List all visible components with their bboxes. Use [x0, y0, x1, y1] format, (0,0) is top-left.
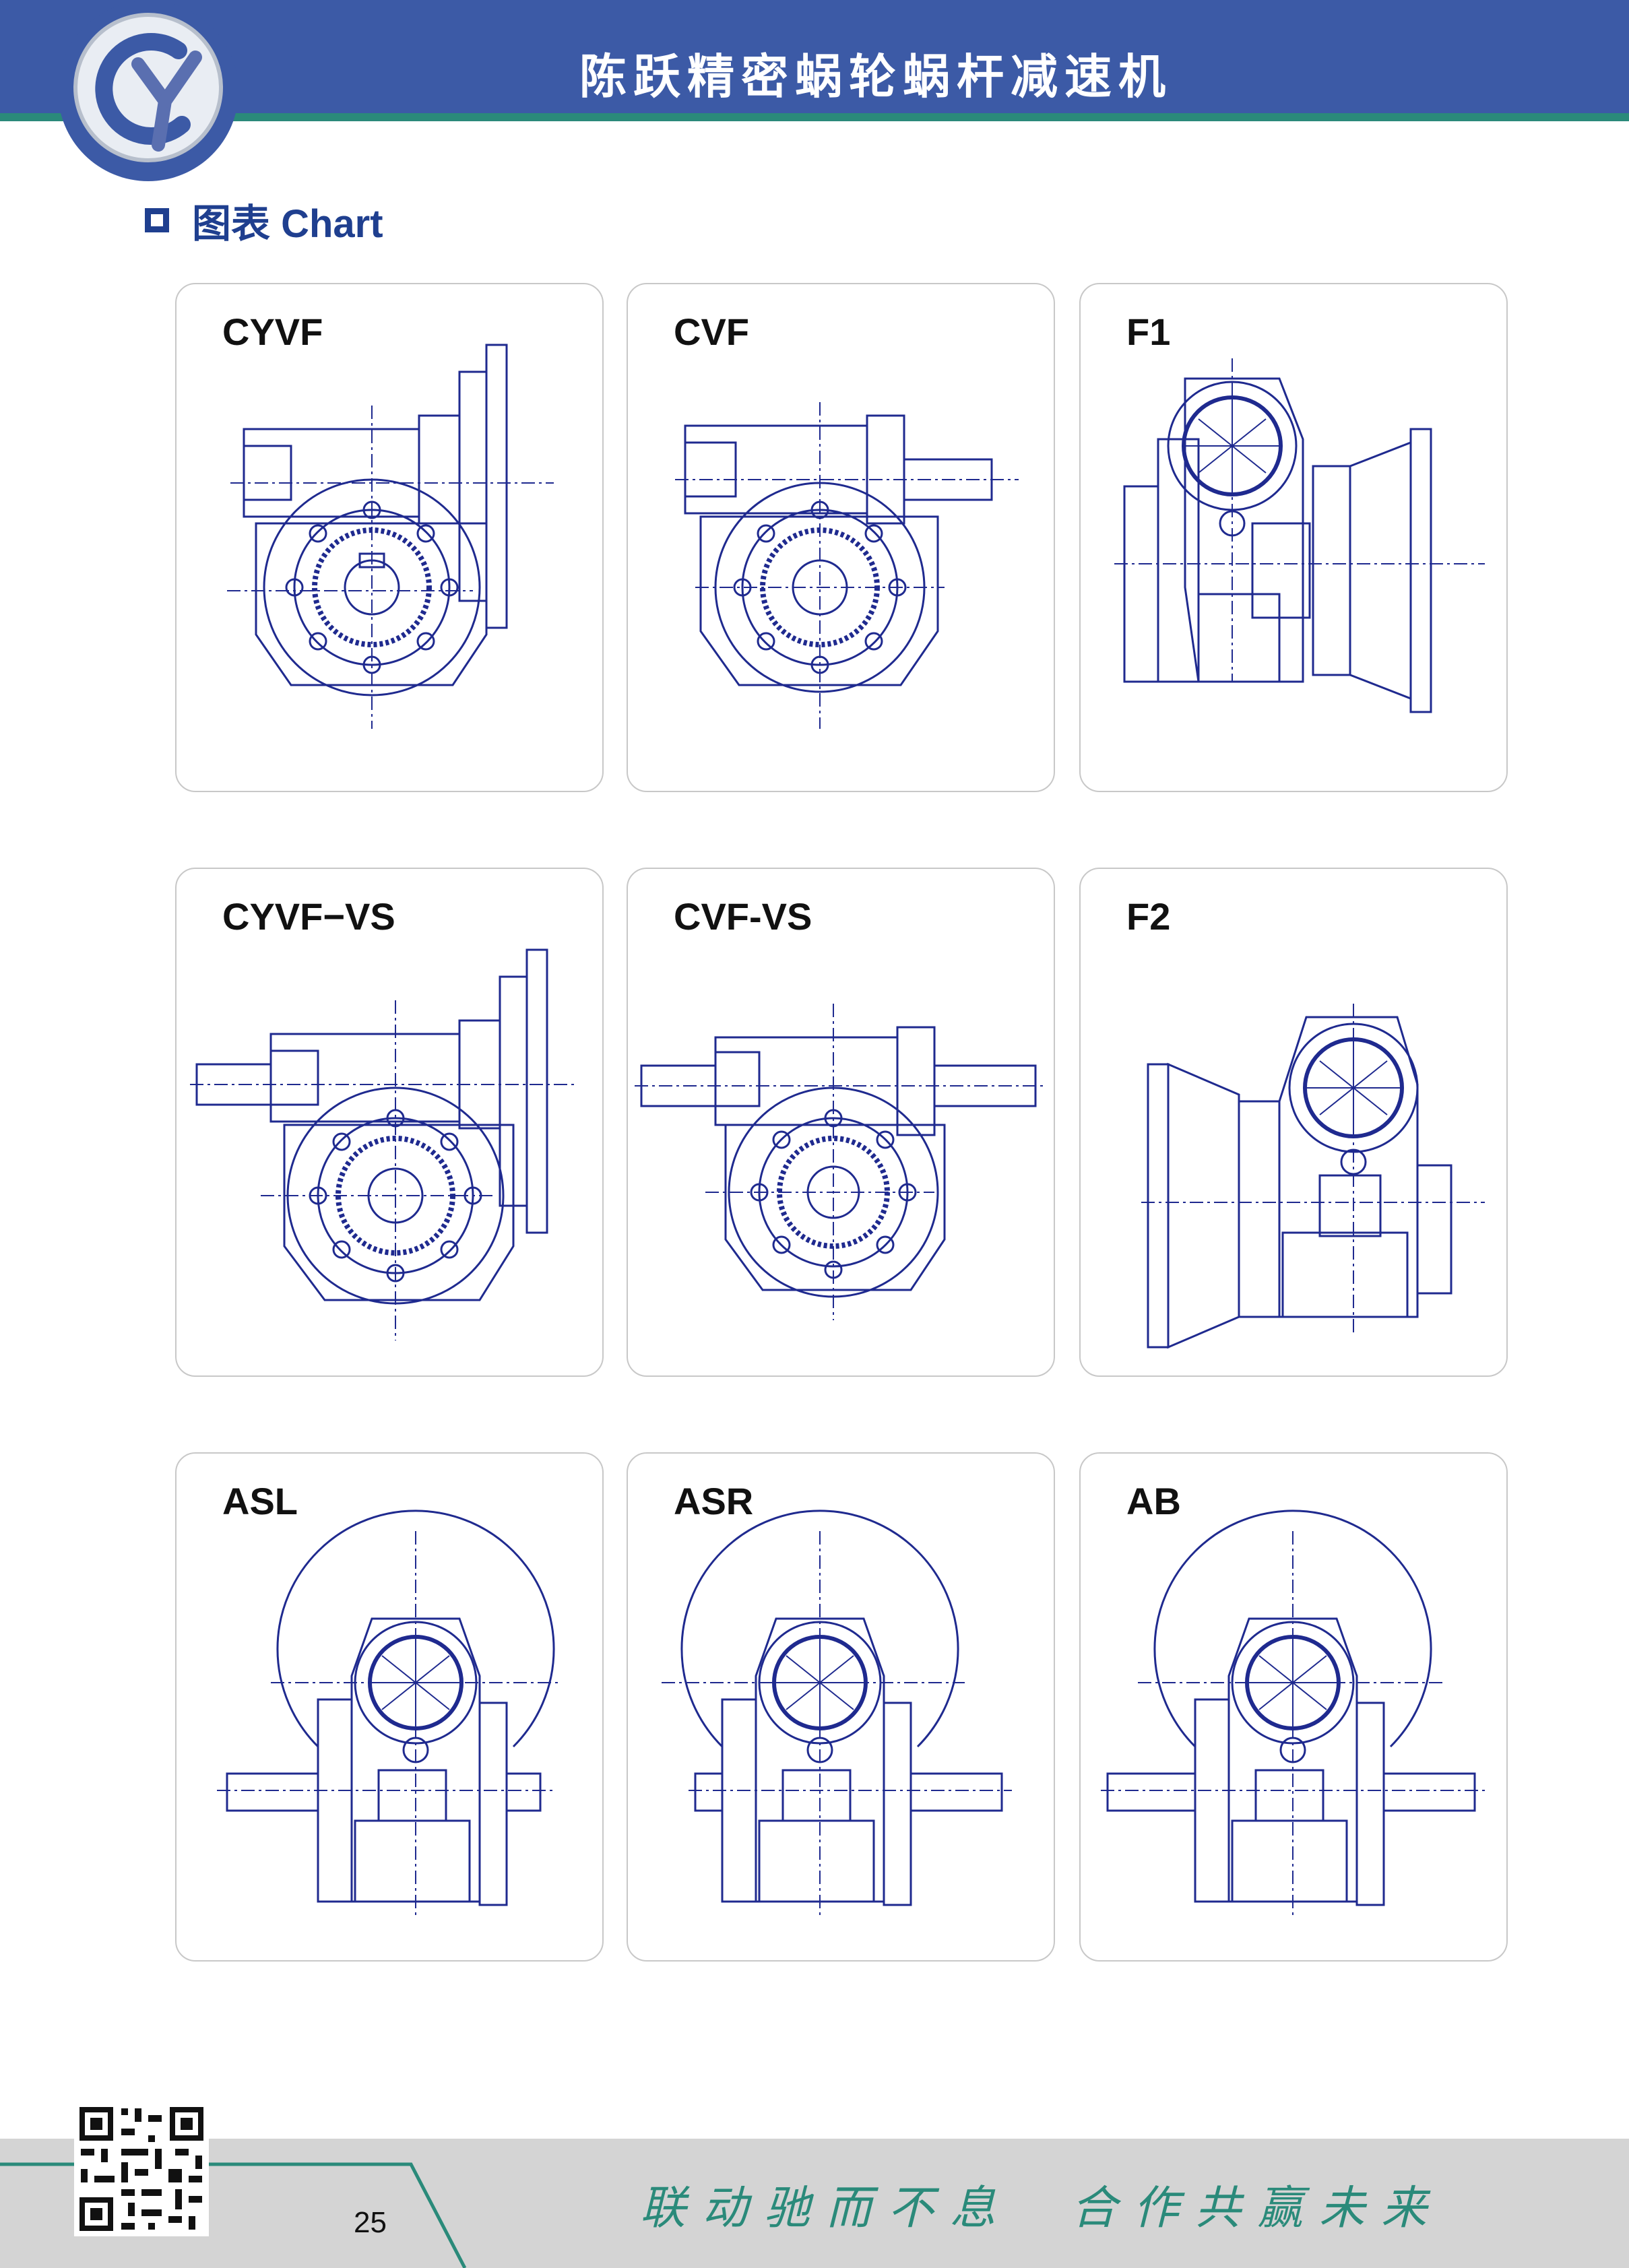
panel-label: CYVF−VS — [222, 895, 395, 938]
panel-label: AB — [1126, 1480, 1181, 1522]
panel-label: F1 — [1126, 311, 1171, 353]
panel-label: CYVF — [222, 311, 323, 353]
cvf-drawing — [675, 402, 1019, 729]
square-bullet-icon — [145, 208, 169, 232]
footer-slogan-right: 合作共赢未来 — [1071, 2182, 1444, 2235]
header-accent-stripe — [0, 113, 1629, 121]
section-heading: 图表 Chart — [145, 192, 383, 249]
cyvf-drawing — [227, 344, 554, 729]
f1-drawing — [1114, 358, 1485, 713]
panel-label: F2 — [1126, 895, 1171, 938]
panel-f1: F1 — [1079, 283, 1508, 792]
panel-label: ASL — [222, 1480, 298, 1522]
panel-cvf-vs: CVF-VS — [627, 868, 1055, 1377]
ab-drawing — [1101, 1510, 1485, 1918]
section-heading-label: 图表 Chart — [192, 202, 383, 246]
cvf-vs-drawing — [635, 1004, 1046, 1320]
cyvf-vs-drawing — [190, 948, 577, 1340]
panel-label: ASR — [674, 1480, 754, 1522]
header-band — [0, 0, 1629, 115]
f2-drawing — [1141, 1004, 1485, 1349]
asr-drawing — [662, 1510, 1012, 1918]
footer-slogan-left: 联动驰而不息 — [640, 2182, 1013, 2235]
page-number: 25 — [354, 2206, 387, 2239]
asl-drawing — [217, 1510, 561, 1918]
qr-code-icon — [74, 2102, 209, 2236]
panel-cvf: CVF — [627, 283, 1055, 792]
page-title: 陈跃精密蜗轮蜗杆减速机 — [579, 49, 1172, 104]
panel-cyvf-vs: CYVF−VS — [175, 868, 604, 1377]
panel-ab: AB — [1079, 1452, 1508, 1962]
panel-f2: F2 — [1079, 868, 1508, 1377]
panel-asr: ASR — [627, 1452, 1055, 1962]
panel-asl: ASL — [175, 1452, 604, 1962]
panel-label: CVF — [674, 311, 749, 353]
panel-cyvf: CYVF — [175, 283, 604, 792]
company-logo-icon — [58, 1, 238, 181]
panel-label: CVF-VS — [674, 895, 812, 938]
